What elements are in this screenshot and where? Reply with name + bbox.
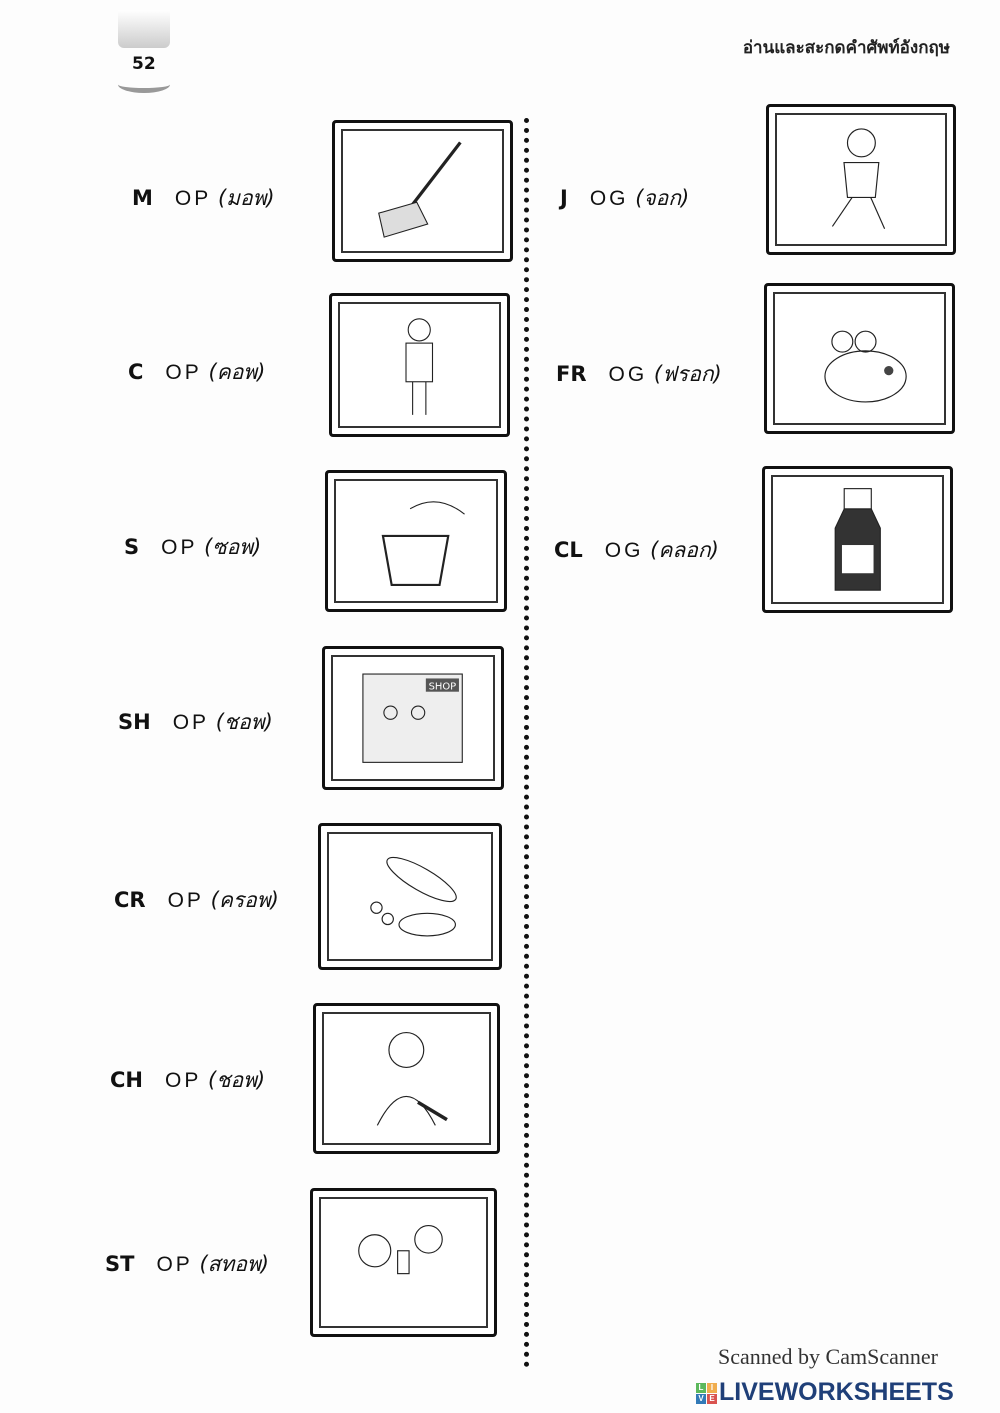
rime: OP [165,361,202,384]
onset: C [128,360,144,384]
page-number-tab: 52 [118,10,170,93]
picture-crop [318,823,502,970]
clog-illustration-icon [834,488,881,591]
rime: OP [165,1069,202,1092]
stop-illustration-icon [358,1225,443,1275]
thai-pronunciation: (ซอพ) [204,535,262,559]
picture-frog [764,283,955,434]
thai-pronunciation: (มอพ) [217,186,275,210]
onset: CH [110,1068,143,1092]
rime: OP [161,536,198,559]
word-cop: C OP (คอพ) [128,356,265,389]
jog-illustration-icon [831,127,885,229]
onset: S [124,535,140,559]
onset: SH [118,710,151,734]
mop-illustration-icon [378,141,462,238]
thai-pronunciation: (ฟรอก) [653,362,722,386]
thai-pronunciation: (ชอพ) [208,1068,266,1092]
cop-illustration-icon [405,318,434,415]
word-frog: FR OG (ฟรอก) [556,358,722,391]
onset: ST [105,1252,135,1276]
onset: CR [114,888,146,912]
word-mop: M OP (มอพ) [132,182,275,215]
picture-sop [325,470,507,612]
header-title: อ่านและสะกดคำศัพท์อังกฤษ [742,38,950,58]
page-number: 52 [132,54,156,74]
shop-illustration-icon: SHOP [362,673,464,763]
thai-pronunciation: (ชอพ) [215,710,273,734]
thai-pronunciation: (จอก) [635,186,690,210]
onset: M [132,186,153,210]
dotted-divider [524,118,529,1368]
shop-sign: SHOP [429,681,457,692]
picture-mop [332,120,513,262]
word-crop: CR OP (ครอพ) [114,884,279,917]
rime: OP [156,1253,193,1276]
word-clog: CL OG (คลอก) [554,534,719,567]
thai-pronunciation: (ครอพ) [210,888,279,912]
frog-illustration-icon [824,330,907,402]
picture-jog [766,104,956,255]
word-chop: CH OP (ชอพ) [110,1064,265,1097]
rime: OG [608,363,648,386]
sop-illustration-icon [382,500,466,586]
scanner-watermark: Scanned by CamScanner [718,1344,938,1369]
word-stop: ST OP (สทอพ) [105,1248,269,1281]
thai-pronunciation: (คลอก) [650,538,719,562]
brand-name: LIVEWORKSHEETS [719,1378,954,1406]
picture-stop [310,1188,497,1337]
rime: OG [589,187,629,210]
onset: FR [556,362,587,386]
picture-cop [329,293,510,437]
picture-chop [313,1003,500,1154]
picture-clog [762,466,953,613]
onset: J [560,186,568,210]
thai-pronunciation: (สทอพ) [199,1252,269,1276]
rime: OP [167,889,204,912]
chop-illustration-icon [376,1031,448,1126]
word-jog: J OG (จอก) [560,182,689,215]
thai-pronunciation: (คอพ) [208,360,266,384]
picture-shop: SHOP [322,646,504,790]
word-shop: SH OP (ชอพ) [118,706,273,739]
rime: OG [604,539,644,562]
crop-illustration-icon [369,856,457,937]
word-sop: S OP (ซอพ) [124,531,261,564]
onset: CL [554,538,583,562]
rime: OP [174,187,212,210]
rime: OP [172,711,210,734]
